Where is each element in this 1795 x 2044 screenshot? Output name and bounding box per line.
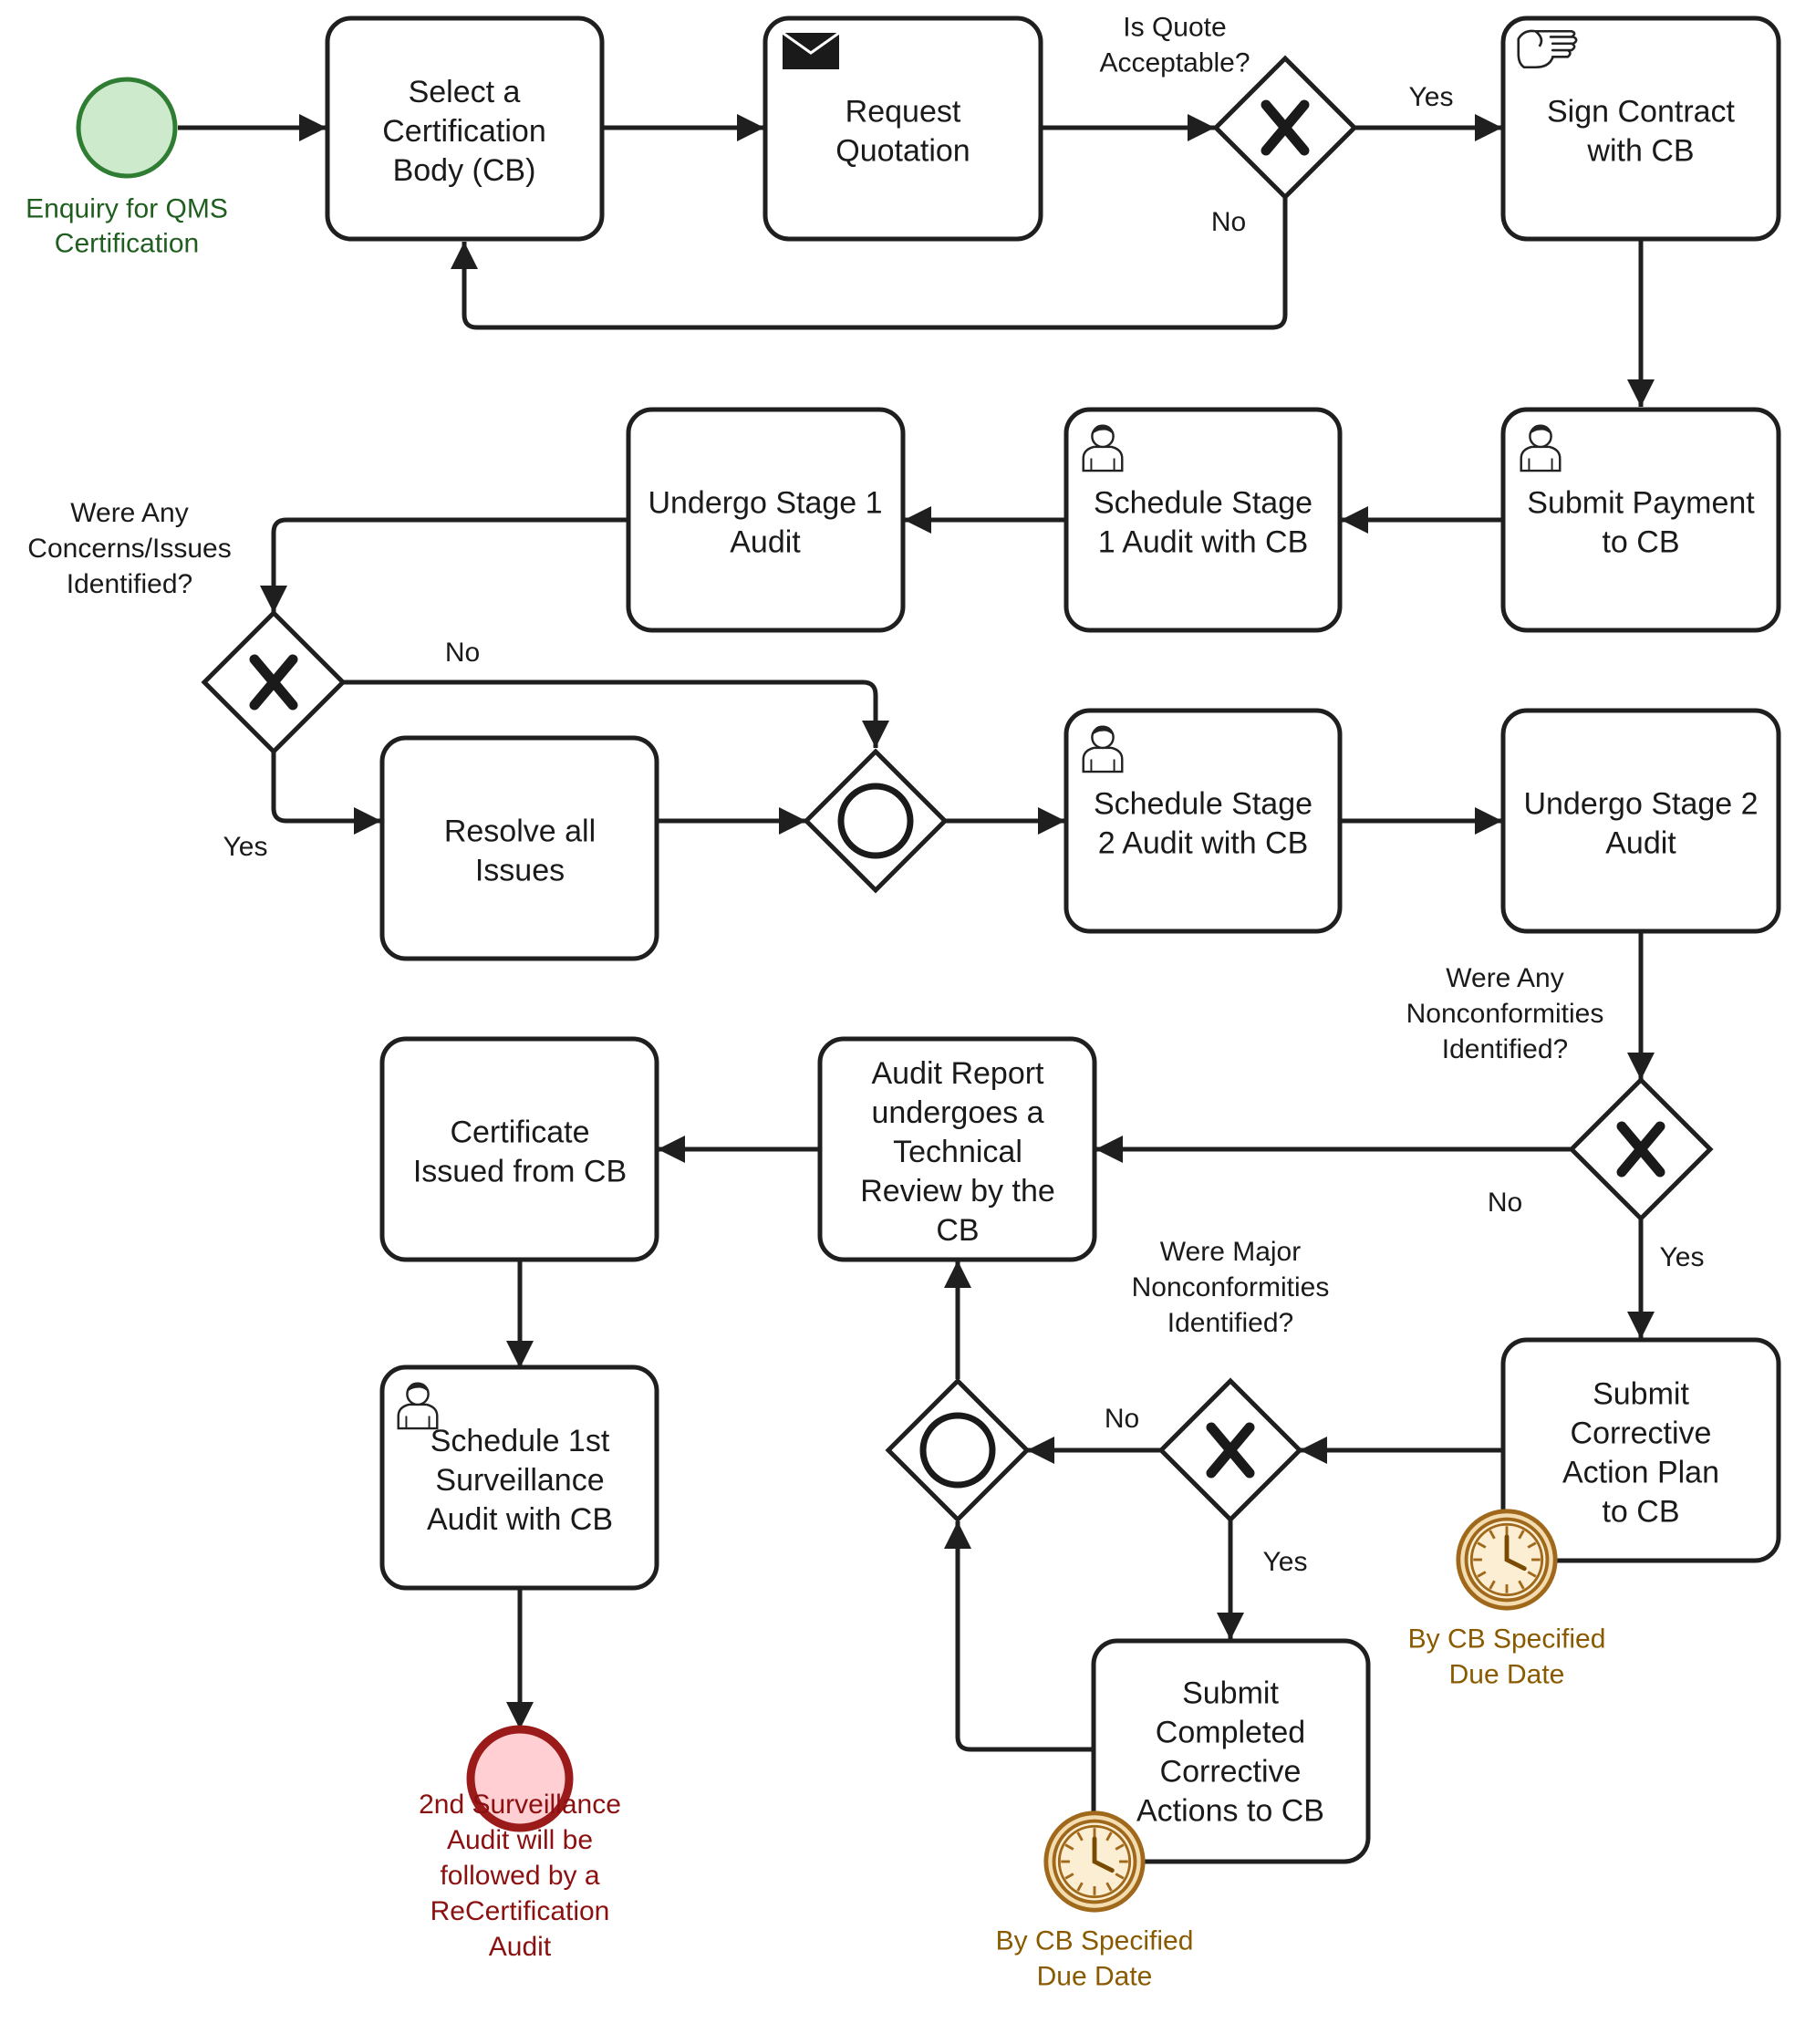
gateway-merge-stage2	[803, 748, 949, 894]
flow-label-concerns-yes: Yes	[223, 832, 268, 862]
flow-label-quote-no: No	[1211, 207, 1246, 237]
flow-label-concerns-no: No	[445, 638, 480, 668]
sequence-flows	[178, 114, 1655, 1752]
flow-label-quote-yes: Yes	[1409, 82, 1454, 112]
gateway-merge-review	[885, 1377, 1031, 1523]
exclusive-gateway-icon	[1616, 1121, 1665, 1178]
flow-label-major-no: No	[1105, 1404, 1139, 1434]
gateway-quote-acceptable	[1212, 55, 1358, 201]
flow-label-nc-yes: Yes	[1660, 1242, 1705, 1272]
gateway-concerns	[201, 609, 347, 755]
inclusive-gateway-icon	[837, 783, 914, 859]
flow-undergo1-to-gateway	[260, 517, 628, 613]
start-event-circle	[76, 77, 178, 179]
flow-label-major-yes: Yes	[1263, 1547, 1308, 1577]
flow-completed-to-merge	[944, 1521, 1094, 1752]
flow-label-nc-no: No	[1488, 1188, 1522, 1218]
timer-icon	[1458, 1511, 1555, 1608]
gateway-major-nonconformities	[1157, 1377, 1303, 1523]
exclusive-gateway-icon	[1206, 1422, 1255, 1479]
exclusive-gateway-icon	[1261, 99, 1310, 156]
exclusive-gateway-icon	[249, 654, 298, 711]
timer-icon	[1046, 1813, 1143, 1910]
flow-quote-no	[451, 197, 1288, 330]
flow-concerns-no	[343, 680, 889, 748]
envelope-icon	[783, 33, 839, 69]
end-event-circle	[466, 1725, 574, 1832]
gateway-nonconformities	[1568, 1076, 1714, 1222]
flow-concerns-yes	[271, 752, 381, 835]
inclusive-gateway-icon	[919, 1412, 996, 1489]
